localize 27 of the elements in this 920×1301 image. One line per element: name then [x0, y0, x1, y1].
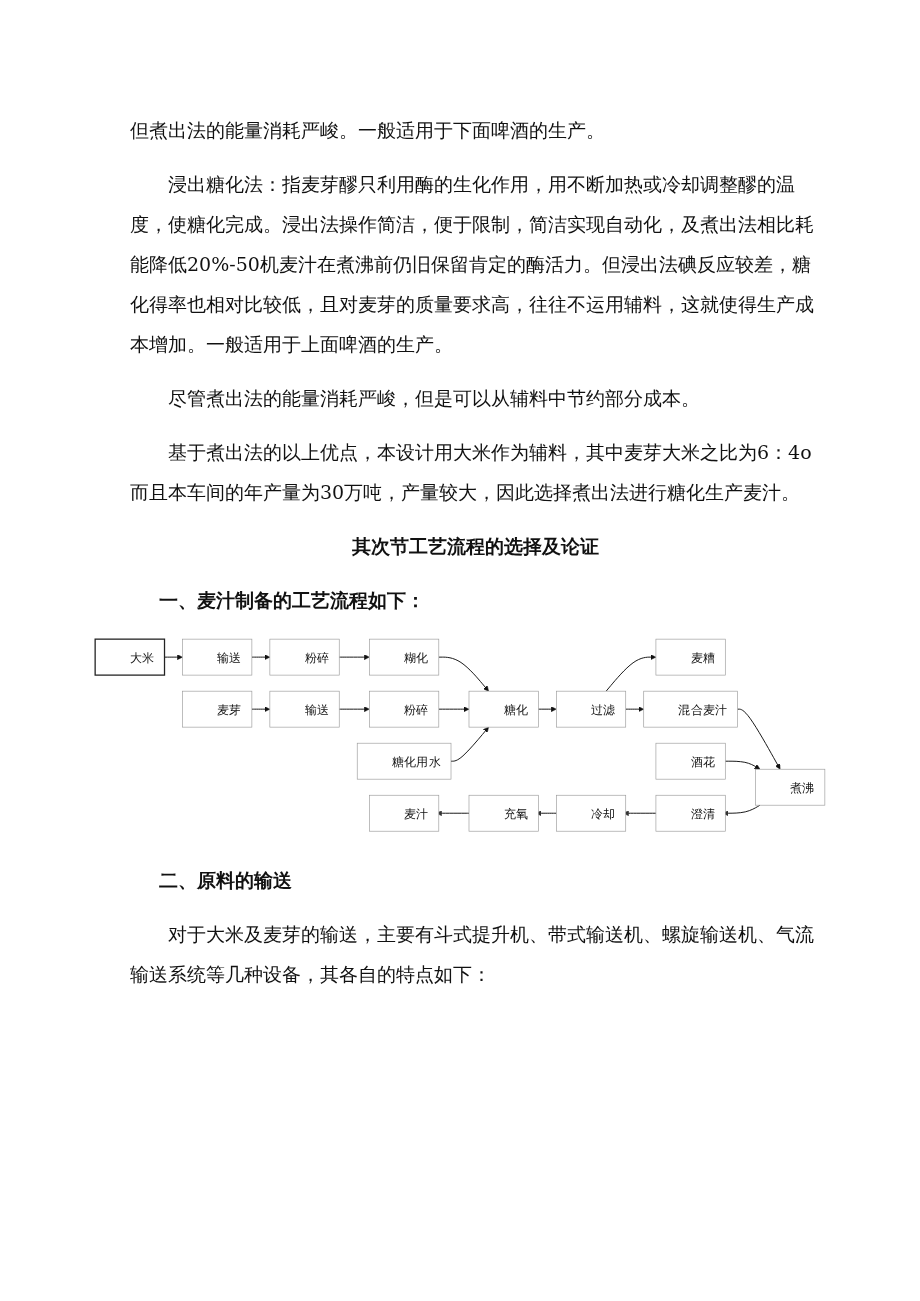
node-box: [94, 638, 166, 676]
flowchart: 大米 输送 粉碎 糊化 麦糟 麦芽 输送 粉碎 糖化 过滤 糖化用水 混合麦汁 麦汁 充氧 冷却 澄清 煮沸 酒花: [90, 634, 830, 837]
node-box: [269, 690, 340, 728]
paragraph: 尽管煮出法的能量消耗严峻，但是可以从辅料中节约部分成本。: [167, 386, 701, 411]
node-box: [369, 690, 440, 728]
node-box: [556, 794, 627, 832]
node-box: [655, 794, 726, 832]
node-box: [755, 768, 826, 806]
node-box: [369, 794, 440, 832]
paragraph: 对于大米及麦芽的输送，主要有斗式提升机、带式输送机、螺旋输送机、气流输送系统等几种设备，其各自的特点如下：: [130, 922, 815, 988]
node-box: [468, 794, 539, 832]
subsection-heading: 二、原料的输送: [157, 868, 293, 894]
node-box: [643, 690, 738, 728]
node-box: [369, 638, 440, 676]
paragraph: 浸出糖化法：指麦芽醪只利用酶的生化作用，用不断加热或冷却调整醪的温度，使糖化完成。浸出法操作简洁，便于限制，简洁实现自动化，及煮出法相比耗能降低20%-50机麦汁在煮沸前仍旧保留肯定的酶活力。但浸出法碘反应较差，糖化得率也相对比较低，且对麦芽的质量要求高，往往不运用辅料，这就使得生产成本增加。一般适用于上面啤酒的生产。: [130, 172, 815, 357]
section-heading: 其次节工艺流程的选择及论证: [350, 534, 600, 559]
subsection-heading: 一、麦汁制备的工艺流程如下：: [157, 588, 426, 613]
paragraph: 但煮出法的能量消耗严峻。一般适用于下面啤酒的生产。: [130, 118, 606, 143]
paragraph: 基于煮出法的以上优点，本设计用大米作为辅料，其中麦芽大米之比为6：4o而且本车间的年产量为30万吨，产量较大，因此选择煮出法进行糖化生产麦汁。: [130, 440, 813, 505]
node-box: [655, 742, 726, 780]
node-box: [556, 690, 627, 728]
node-box: [356, 742, 452, 780]
node-box: [182, 638, 253, 676]
node-box: [468, 690, 539, 728]
node-box: [655, 638, 726, 676]
node-box: [269, 638, 340, 676]
node-box: [182, 690, 253, 728]
